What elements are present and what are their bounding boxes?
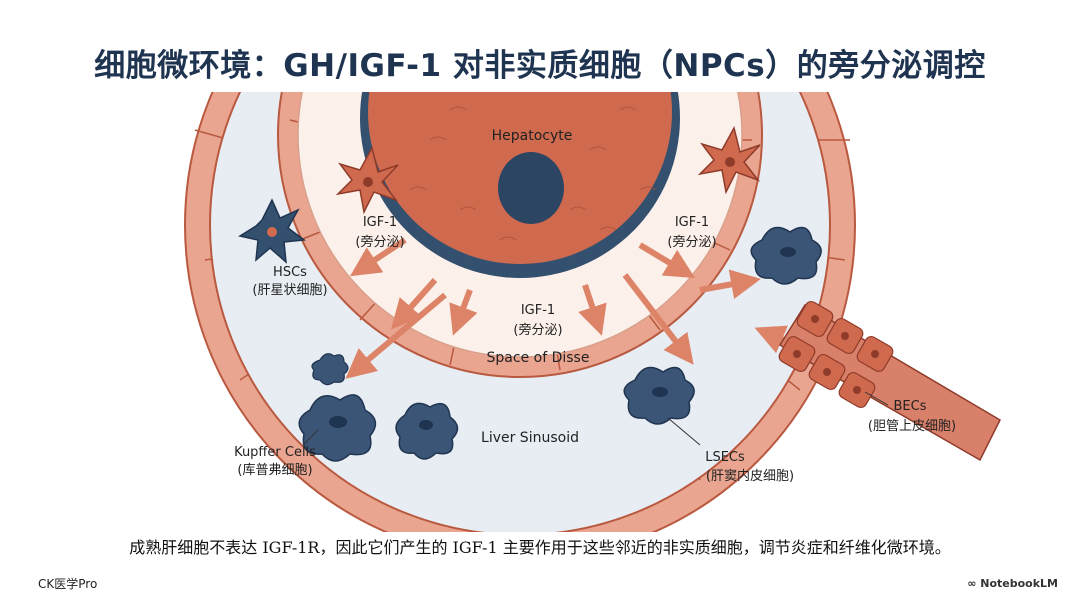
label-liver-sinusoid: Liver Sinusoid [481, 430, 579, 446]
label-igf-left: IGF-1 [363, 215, 397, 230]
label-hepatocyte: Hepatocyte [492, 128, 573, 144]
notebooklm-icon: ∞ [967, 577, 980, 590]
label-lsecs: LSECs [705, 450, 745, 465]
label-kupffer: Kupffer Cells [234, 445, 316, 460]
label-kupffer-cn: (库普弗细胞) [237, 462, 312, 478]
label-igf-right: IGF-1 [675, 215, 709, 230]
label-paracrine-left: (旁分泌) [355, 234, 404, 250]
label-becs-cn: (胆管上皮细胞) [868, 419, 956, 434]
notebooklm-text: NotebookLM [980, 577, 1058, 590]
hepatocyte-nucleus [498, 152, 564, 224]
label-space-of-disse: Space of Disse [487, 350, 590, 366]
caption-text: 成熟肝细胞不表达 IGF-1R，因此它们产生的 IGF-1 主要作用于这些邻近的… [0, 534, 1080, 558]
label-hscs-cn: (肝星状细胞) [252, 283, 327, 298]
notebooklm-logo: ∞ NotebookLM [967, 577, 1058, 590]
label-paracrine-center: (旁分泌) [513, 322, 562, 338]
label-igf-center: IGF-1 [521, 303, 555, 318]
label-becs: BECs [894, 399, 927, 414]
label-lsecs-cn: (肝窦内皮细胞) [706, 468, 794, 484]
label-hscs: HSCs [273, 265, 307, 280]
label-paracrine-right: (旁分泌) [667, 234, 716, 250]
footer-source: CK医学Pro [38, 575, 97, 592]
